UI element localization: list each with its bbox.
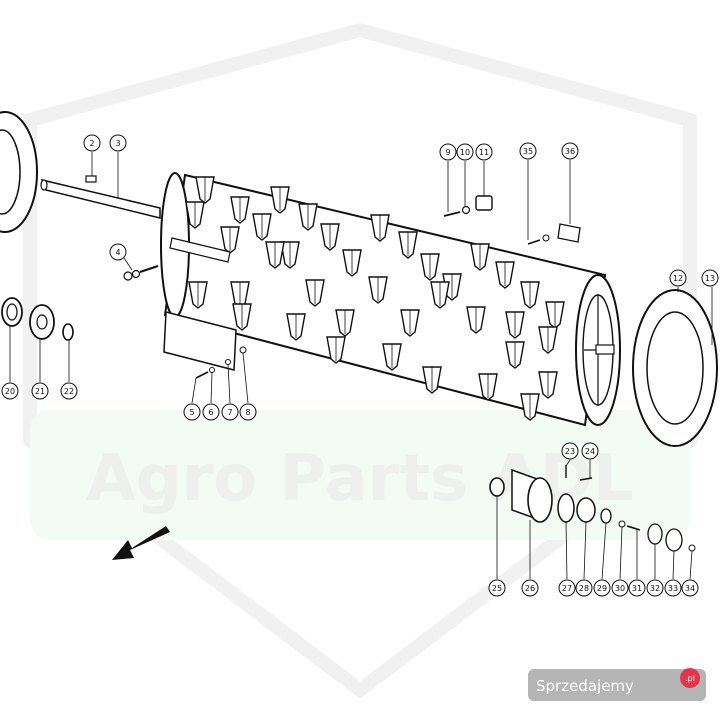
callout-32-label: 32 — [650, 584, 660, 593]
callout-3-label: 3 — [115, 139, 120, 148]
callout-23: 23 — [561, 442, 579, 460]
callout-30: 30 — [611, 579, 629, 597]
callout-23-label: 23 — [565, 447, 575, 456]
callout-35: 35 — [519, 142, 537, 160]
right-top-bolts — [527, 223, 581, 245]
callouts: 2 3 4 5 6 7 8 9 10 11 12 13 20 21 22 23 … — [1, 134, 719, 597]
callout-13: 13 — [701, 269, 719, 287]
callout-5: 5 — [183, 403, 201, 421]
brand-logo-icon — [680, 668, 700, 688]
callout-21: 21 — [31, 382, 49, 400]
callout-6-label: 6 — [208, 408, 213, 417]
callout-28: 28 — [575, 579, 593, 597]
callout-33: 33 — [664, 579, 682, 597]
right-flange-disc — [632, 289, 718, 447]
callout-11-label: 11 — [479, 148, 489, 157]
key-part — [85, 175, 97, 183]
callout-2-label: 2 — [89, 139, 94, 148]
callout-30-label: 30 — [615, 584, 625, 593]
callout-10-label: 10 — [460, 148, 470, 157]
bolt-assembly — [123, 265, 159, 281]
callout-12-label: 12 — [673, 274, 683, 283]
callout-31-label: 31 — [632, 584, 642, 593]
callout-29-label: 29 — [597, 584, 607, 593]
cover-plate — [163, 237, 237, 371]
callout-36-label: 36 — [565, 147, 575, 156]
callout-26-label: 26 — [525, 584, 535, 593]
callout-8-label: 8 — [245, 408, 250, 417]
callout-20-label: 20 — [5, 387, 15, 396]
callout-26: 26 — [521, 579, 539, 597]
callout-27-label: 27 — [562, 584, 572, 593]
callout-8: 8 — [239, 403, 257, 421]
callout-27: 27 — [558, 579, 576, 597]
callout-22-label: 22 — [64, 387, 74, 396]
callout-34: 34 — [681, 579, 699, 597]
callout-4-label: 4 — [115, 248, 120, 257]
callout-36: 36 — [561, 142, 579, 160]
callout-2: 2 — [83, 134, 101, 152]
callout-6: 6 — [202, 403, 220, 421]
rotor-drum — [160, 172, 621, 427]
callout-7: 7 — [221, 403, 239, 421]
callout-4: 4 — [109, 243, 127, 261]
callout-28-label: 28 — [579, 584, 589, 593]
callout-24: 24 — [581, 442, 599, 460]
callout-24-label: 24 — [585, 447, 595, 456]
callout-12: 12 — [669, 269, 687, 287]
callout-11: 11 — [475, 143, 493, 161]
callout-21-label: 21 — [35, 387, 45, 396]
clamp-block — [475, 195, 493, 211]
brand-suffix: .pl — [685, 674, 695, 683]
callout-34-label: 34 — [685, 584, 695, 593]
callout-9: 9 — [439, 143, 457, 161]
callout-3: 3 — [109, 134, 127, 152]
brand-badge: Sprzedajemy .pl — [528, 668, 706, 701]
callout-22: 22 — [60, 382, 78, 400]
callout-9-label: 9 — [445, 148, 450, 157]
callout-7-label: 7 — [227, 408, 232, 417]
direction-arrow — [112, 526, 170, 560]
callout-25-label: 25 — [492, 584, 502, 593]
callout-10: 10 — [456, 143, 474, 161]
shaft — [40, 175, 161, 219]
callout-13-label: 13 — [705, 274, 715, 283]
top-bolt-assembly — [443, 195, 493, 217]
callout-25: 25 — [488, 579, 506, 597]
callout-5-label: 5 — [189, 408, 194, 417]
callout-33-label: 33 — [668, 584, 678, 593]
brand-name: Sprzedajemy — [536, 677, 634, 695]
callout-32: 32 — [646, 579, 664, 597]
callout-29: 29 — [593, 579, 611, 597]
callout-31: 31 — [628, 579, 646, 597]
left-bearing-parts — [1, 297, 74, 341]
leader-lines — [9, 152, 713, 580]
callout-35-label: 35 — [523, 147, 533, 156]
callout-20: 20 — [1, 382, 19, 400]
left-flange-disc — [0, 111, 38, 233]
